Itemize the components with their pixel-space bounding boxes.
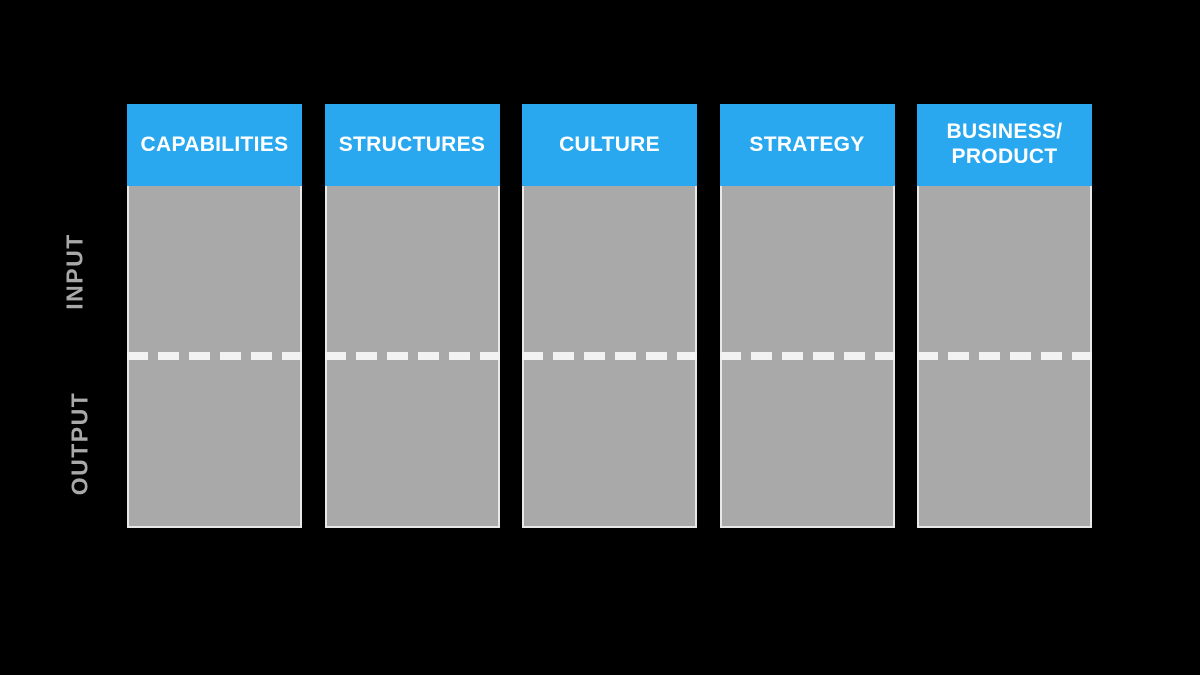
column-header-line1: STRATEGY [749, 132, 865, 156]
input-output-divider [719, 352, 895, 360]
column-strategy[interactable]: STRATEGY [719, 104, 895, 528]
input-output-divider [917, 352, 1092, 360]
input-output-divider [522, 352, 697, 360]
column-header-capabilities: CAPABILITIES [127, 104, 302, 186]
column-header-line1: CAPABILITIES [140, 132, 289, 156]
column-body-culture [522, 186, 697, 528]
column-capabilities[interactable]: CAPABILITIES [127, 104, 302, 528]
column-header-structures: STRUCTURES [324, 104, 500, 186]
column-body-capabilities [127, 186, 302, 528]
column-header-line1: CULTURE [559, 132, 660, 156]
column-header-strategy: STRATEGY [719, 104, 895, 186]
column-header-line2: PRODUCT [951, 145, 1058, 168]
column-header-line1: BUSINESS/ [946, 120, 1063, 144]
column-header-line1: STRUCTURES [338, 132, 486, 156]
axis-label-input: INPUT [61, 233, 88, 310]
column-body-business-product [917, 186, 1092, 528]
axis-label-output: OUTPUT [66, 391, 93, 496]
input-output-divider [324, 352, 500, 360]
column-business-product[interactable]: BUSINESS/ PRODUCT [917, 104, 1092, 528]
column-culture[interactable]: CULTURE [522, 104, 697, 528]
column-structures[interactable]: STRUCTURES [324, 104, 500, 528]
column-group: CAPABILITIES STRUCTURES CULTURE [127, 104, 1092, 528]
column-header-business-product: BUSINESS/ PRODUCT [917, 104, 1092, 186]
column-header-culture: CULTURE [522, 104, 697, 186]
column-body-structures [324, 186, 500, 528]
column-body-strategy [719, 186, 895, 528]
input-output-divider [127, 352, 302, 360]
